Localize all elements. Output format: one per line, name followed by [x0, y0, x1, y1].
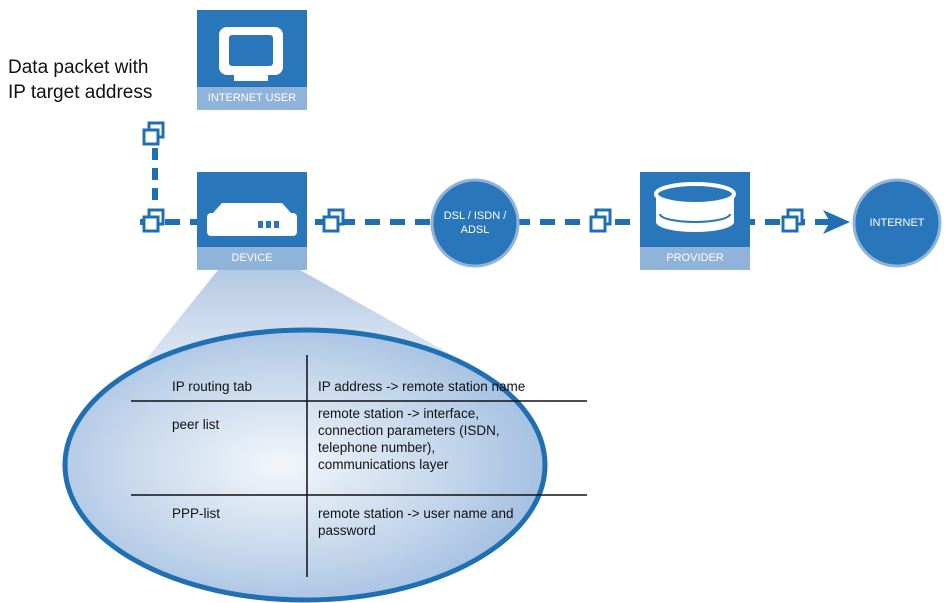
table-row-1-name: IP routing tab [172, 379, 253, 394]
arrow-head-icon [823, 210, 850, 234]
internet-user-label: INTERNET USER [207, 92, 297, 104]
line-node [430, 178, 520, 268]
packet-cubes [142, 121, 804, 233]
table-row-3-description: remote station -> user name and password [318, 506, 514, 538]
detail-ellipse [62, 327, 548, 603]
packet-cube-icon [142, 208, 165, 233]
provider-label: PROVIDER [666, 252, 724, 264]
packet-note-line-2: IP target address [8, 82, 153, 103]
table-row-2-name: peer list [172, 417, 220, 432]
packet-cube-icon [781, 208, 804, 233]
device-node [197, 172, 307, 270]
line-label: DSL / ISDN / ADSL [443, 210, 507, 236]
database-icon [654, 182, 736, 232]
table-row-1-description: IP address -> remote station name [318, 379, 526, 394]
packet-note: Data packet with IP target address [8, 55, 152, 105]
device-label: DEVICE [231, 252, 273, 264]
monitor-icon [219, 27, 283, 81]
router-icon [207, 203, 297, 236]
provider-node [640, 172, 750, 270]
internet-user-node [197, 10, 307, 110]
internet-node [852, 178, 942, 268]
table-row-3-name: PPP-list [172, 506, 221, 521]
table-row-2-description: remote station -> interface, connection … [318, 406, 500, 472]
packet-cube-icon [322, 208, 345, 233]
internet-label: INTERNET [869, 217, 925, 229]
packet-note-line-1: Data packet with [8, 57, 149, 78]
packet-cube-icon [589, 208, 612, 233]
packet-cube-icon [142, 121, 165, 146]
